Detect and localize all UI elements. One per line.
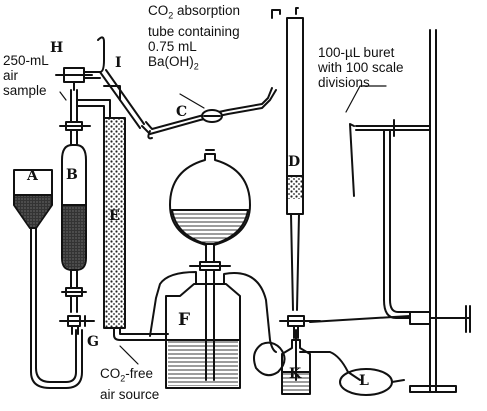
part-label-c: C	[176, 104, 188, 120]
reservoir-a	[13, 169, 53, 373]
air-sample-line-1: 250-mL	[3, 53, 49, 68]
buret-annotation: 100-µL buret with 100 scale divisions	[318, 45, 404, 90]
co2-free-line-2: air source	[100, 386, 160, 402]
part-label-h: H	[50, 40, 64, 56]
ring-stand	[309, 29, 471, 393]
absorption-tube-line-2: tube containing	[148, 23, 240, 39]
separatory-funnel	[169, 149, 251, 283]
part-label-g: G	[87, 334, 99, 350]
absorption-tube-line-4: Ba(OH)2	[148, 53, 199, 72]
part-label-d: D	[288, 154, 301, 170]
vessel-k	[281, 329, 361, 395]
air-sample-line-2: air	[3, 68, 19, 83]
air-sample-line-3: sample	[3, 83, 47, 98]
part-label-l: L	[359, 373, 369, 389]
three-way-valve-h	[55, 36, 111, 123]
bulb-l	[339, 368, 405, 396]
co2-free-line-1: CO2-free	[100, 366, 154, 384]
leader-co2-free	[119, 345, 139, 365]
buret-d	[271, 7, 321, 339]
stopcock-g	[59, 315, 95, 335]
leader-air-sample	[59, 91, 67, 101]
air-sample-annotation: 250-mL air sample	[3, 53, 49, 98]
buret-line-1: 100-µL buret	[318, 45, 395, 60]
absorption-tube-annotation: CO2 absorption tube containing 0.75 mL B…	[148, 3, 240, 74]
absorption-tube-line-1: CO2 absorption	[148, 3, 241, 21]
absorption-tube-c	[141, 87, 277, 140]
leader-buret	[345, 85, 387, 113]
absorption-tube-line-3: 0.75 mL	[148, 38, 197, 54]
leader-absorption-tube	[179, 93, 205, 109]
co2-free-annotation: CO2-free air source	[100, 366, 159, 402]
part-label-f: F	[178, 310, 191, 330]
capillary-i	[99, 69, 145, 129]
bottle-f	[149, 271, 286, 389]
part-label-a: A	[27, 168, 38, 184]
buret-line-3: divisions	[318, 75, 370, 90]
soda-lime-column-e	[103, 117, 169, 341]
air-sample-bulb-b	[59, 121, 91, 313]
part-label-k: K	[289, 366, 302, 382]
connecting-tube-bottom	[30, 329, 83, 389]
buret-line-2: with 100 scale	[318, 60, 404, 75]
part-label-e: E	[109, 208, 120, 224]
part-label-b: B	[66, 167, 78, 183]
part-label-i: I	[115, 55, 122, 71]
